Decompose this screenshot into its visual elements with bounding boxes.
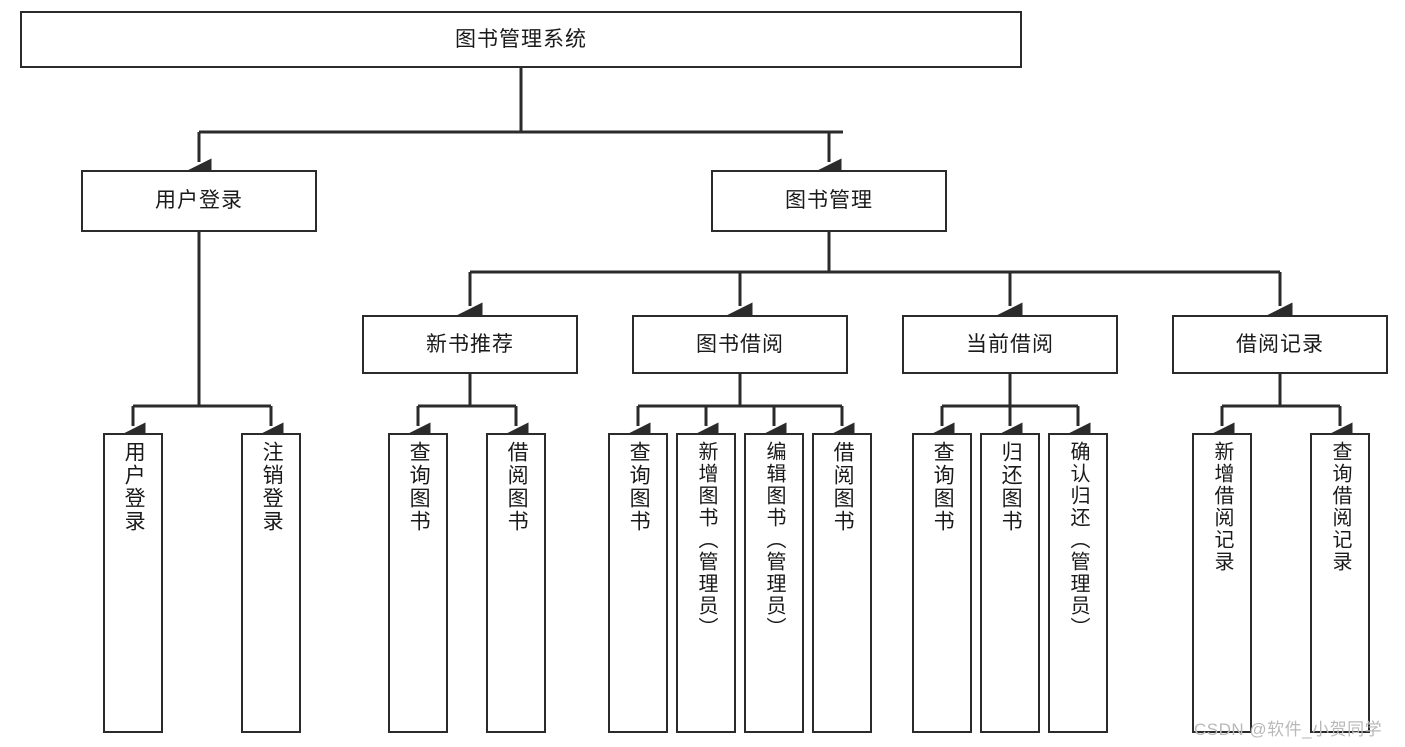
node-current-borrow[interactable]: 当前借阅: [902, 315, 1118, 374]
node-label: 借阅图书: [831, 441, 855, 533]
node-borrow-record[interactable]: 借阅记录: [1172, 315, 1388, 374]
leaf-record-add[interactable]: 新增借阅记录: [1192, 433, 1252, 733]
leaf-borrow-borrow-book[interactable]: 借阅图书: [812, 433, 872, 733]
node-root-book-management-system[interactable]: 图书管理系统: [20, 11, 1022, 68]
leaf-current-confirm-return[interactable]: 确认归还（管理员）: [1048, 433, 1108, 733]
node-label: 图书借阅: [696, 332, 784, 356]
leaf-borrow-edit-book[interactable]: 编辑图书（管理员）: [744, 433, 804, 733]
leaf-borrow-query-book[interactable]: 查询图书: [608, 433, 668, 733]
node-label: 查询图书: [931, 441, 955, 533]
leaf-record-query[interactable]: 查询借阅记录: [1310, 433, 1370, 733]
leaf-borrow-add-book[interactable]: 新增图书（管理员）: [676, 433, 736, 733]
node-label: 当前借阅: [966, 332, 1054, 356]
node-label: 新书推荐: [426, 332, 514, 356]
node-label: 借阅图书: [505, 441, 529, 533]
csdn-watermark: CSDN @软件_小贺同学: [1194, 720, 1383, 739]
node-label: 查询图书: [627, 441, 651, 533]
node-label: 确认归还（管理员）: [1067, 441, 1089, 639]
node-label: 用户登录: [122, 441, 146, 533]
node-label: 查询图书: [407, 441, 431, 533]
leaf-user-login-login[interactable]: 用户登录: [103, 433, 163, 733]
node-label: 用户登录: [155, 189, 243, 213]
node-label: 新增图书（管理员）: [695, 441, 717, 639]
node-label: 图书管理: [785, 189, 873, 213]
node-label: 归还图书: [999, 441, 1023, 533]
node-user-login[interactable]: 用户登录: [81, 170, 317, 232]
leaf-current-query-book[interactable]: 查询图书: [912, 433, 972, 733]
node-book-borrow[interactable]: 图书借阅: [632, 315, 848, 374]
leaf-user-login-logout[interactable]: 注销登录: [241, 433, 301, 733]
leaf-new-book-borrow[interactable]: 借阅图书: [486, 433, 546, 733]
node-label: 查询借阅记录: [1329, 441, 1351, 573]
node-label: 图书管理系统: [455, 27, 587, 51]
node-new-book-recommend[interactable]: 新书推荐: [362, 315, 578, 374]
node-label: 新增借阅记录: [1211, 441, 1233, 573]
node-label: 编辑图书（管理员）: [763, 441, 785, 639]
leaf-current-return-book[interactable]: 归还图书: [980, 433, 1040, 733]
node-book-management[interactable]: 图书管理: [711, 170, 947, 232]
node-label: 注销登录: [260, 441, 284, 533]
leaf-new-book-query[interactable]: 查询图书: [388, 433, 448, 733]
node-label: 借阅记录: [1236, 332, 1324, 356]
